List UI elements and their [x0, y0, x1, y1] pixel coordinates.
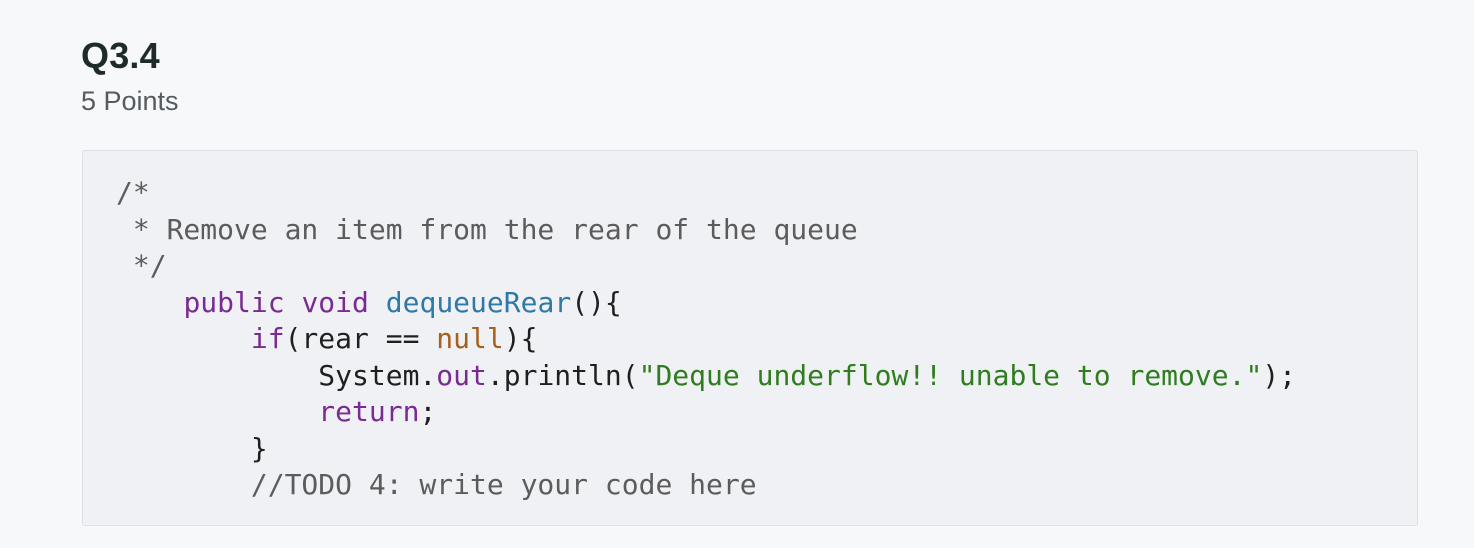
code-line: if(rear == null){: [116, 321, 1296, 358]
code-content: /* * Remove an item from the rear of the…: [116, 175, 1296, 504]
code-token-plain: [116, 468, 251, 501]
code-token-comment: /*: [116, 176, 150, 209]
code-line: * Remove an item from the rear of the qu…: [116, 212, 1296, 249]
code-token-plain: [116, 286, 183, 319]
question-points: 5 Points: [81, 86, 179, 116]
code-line: /*: [116, 175, 1296, 212]
code-line: */: [116, 248, 1296, 285]
code-line: return;: [116, 394, 1296, 431]
code-token-keyword: public: [183, 285, 285, 319]
code-token-plain: System.: [116, 358, 437, 392]
code-token-keyword: out: [436, 358, 487, 392]
code-block: /* * Remove an item from the rear of the…: [82, 150, 1418, 526]
code-token-keyword: return: [318, 395, 420, 428]
code-token-plain: );: [1262, 358, 1297, 392]
code-token-plain: ){: [503, 322, 538, 355]
code-token-keyword: if: [250, 322, 285, 355]
code-line: System.out.println("Deque underflow!! un…: [116, 358, 1296, 395]
code-token-func: dequeueRear: [385, 285, 572, 319]
code-token-plain: (){: [571, 285, 622, 319]
code-line: public void dequeueRear(){: [116, 285, 1296, 322]
code-token-comment: * Remove an item from the rear of the qu…: [116, 212, 858, 246]
code-token-plain: .println(: [486, 358, 639, 392]
code-token-plain: [369, 286, 386, 319]
code-token-plain: (rear ==: [284, 322, 437, 355]
code-token-keyword: void: [301, 285, 369, 319]
question-header: Q3.4 5 Points: [81, 34, 179, 118]
code-token-plain: [285, 286, 302, 319]
question-title: Q3.4: [81, 35, 160, 76]
code-token-plain: [116, 395, 318, 428]
code-token-comment: //TODO 4: write your code here: [250, 468, 757, 501]
code-line: }: [116, 431, 1296, 468]
code-token-string: "Deque underflow!! unable to remove.": [638, 358, 1263, 392]
code-line: //TODO 4: write your code here: [116, 467, 1296, 504]
code-token-literal: null: [436, 322, 504, 355]
code-token-plain: [116, 322, 251, 355]
code-token-comment: */: [116, 249, 167, 282]
code-token-plain: ;: [419, 395, 437, 428]
code-token-plain: }: [116, 431, 268, 465]
